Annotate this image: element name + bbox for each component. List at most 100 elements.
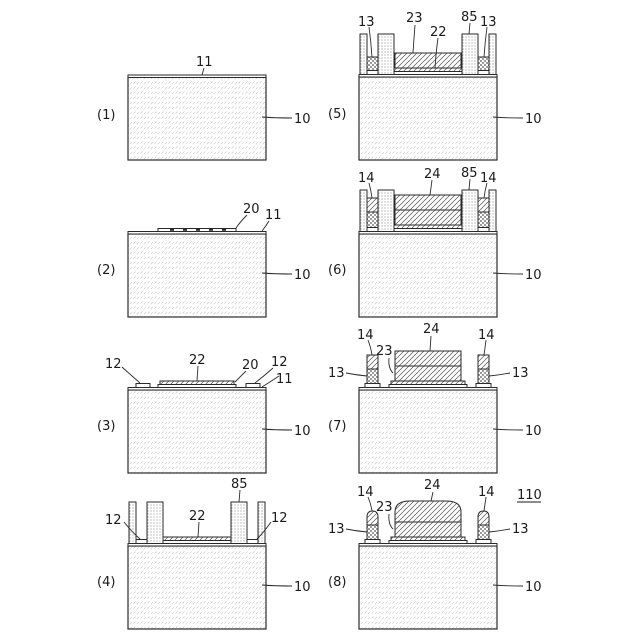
ref-label: 10 [525, 580, 542, 595]
substrate-10 [128, 77, 266, 160]
ref-label: 24 [423, 322, 440, 337]
ref-label: 13 [480, 15, 497, 30]
ref-label: 22 [189, 509, 206, 524]
leader-line [489, 373, 510, 376]
leader-line [389, 358, 393, 373]
ref-label: 14 [478, 328, 495, 343]
panel-step-6: (6) 14 24 85 14 10 [328, 166, 542, 317]
device-label-110: 110 [517, 488, 542, 503]
step-label: (5) [328, 107, 346, 122]
pattern-dot [222, 229, 226, 231]
ref-label: 12 [105, 357, 122, 372]
resist-85-inner-left [378, 34, 394, 75]
bump-13-right [478, 369, 489, 384]
resist-85-outer-left [360, 190, 367, 232]
panel-step-4: (4) 12 22 85 12 10 [97, 477, 311, 629]
resist-85-inner-left [147, 502, 163, 544]
ref-label: 14 [357, 328, 374, 343]
ref-label: 10 [294, 580, 311, 595]
ref-label: 13 [358, 15, 375, 30]
ref-label: 22 [430, 25, 447, 40]
ref-label: 11 [196, 55, 213, 70]
layer-22 [391, 537, 465, 541]
layer-22 [391, 381, 465, 385]
layer-23 [395, 210, 461, 225]
resist-85-inner-left [378, 190, 394, 232]
step-label: (8) [328, 575, 346, 590]
ref-label: 85 [231, 477, 248, 492]
resist-85-outer-left [360, 34, 367, 75]
leader-line [122, 367, 140, 383]
layer-24 [395, 195, 461, 210]
leader-line [197, 366, 198, 381]
panel-step-8: (8) 14 23 24 14 13 13 10 110 [328, 478, 542, 629]
step-label: (4) [97, 575, 115, 590]
leader-line [489, 529, 510, 532]
step-label: (2) [97, 263, 115, 278]
bump-13-left [367, 369, 378, 384]
ref-label: 23 [376, 500, 393, 515]
panel-step-2: (2) 20 11 10 [97, 202, 311, 317]
leader-line [413, 25, 415, 53]
pad-12-left [365, 540, 380, 544]
bump-13-left [367, 57, 378, 71]
substrate-10 [359, 77, 497, 160]
ref-label: 20 [242, 358, 259, 373]
ref-label: 10 [525, 424, 542, 439]
ref-label: 14 [480, 171, 497, 186]
substrate-10 [128, 546, 266, 629]
substrate-10 [359, 390, 497, 473]
ref-label: 24 [424, 478, 441, 493]
ref-label: 12 [271, 511, 288, 526]
ref-label: 10 [294, 112, 311, 127]
pattern-dot [170, 229, 174, 231]
ref-label: 11 [265, 208, 282, 223]
ref-label: 13 [328, 366, 345, 381]
pad-12-right [476, 540, 491, 544]
bump-13-right [478, 212, 489, 228]
ref-label: 11 [276, 372, 293, 387]
resist-85-outer-left [129, 502, 136, 544]
ref-label: 10 [294, 424, 311, 439]
ref-label: 13 [512, 522, 529, 537]
panel-step-7: (7) 14 23 24 14 13 13 10 [328, 322, 542, 473]
substrate-10 [359, 546, 497, 629]
layer-22 [160, 537, 234, 541]
cap-14-right [478, 198, 489, 212]
resist-85-outer-right [489, 190, 496, 232]
panel-step-1: (1) 11 10 [97, 55, 311, 160]
panel-step-3: (3) 12 22 20 12 11 10 [97, 353, 311, 473]
substrate-10 [359, 234, 497, 317]
leader-line [484, 27, 487, 57]
ref-label: 23 [406, 11, 423, 26]
layer-22 [391, 68, 465, 72]
bump-13-right [478, 57, 489, 71]
leader-line [346, 373, 367, 376]
pad-12-left [136, 384, 150, 388]
leader-line [369, 27, 372, 57]
step-label: (7) [328, 419, 346, 434]
cap-14-left [367, 198, 378, 212]
leader-line [430, 180, 432, 195]
cap-14-right [478, 355, 489, 369]
ref-label: 24 [424, 167, 441, 182]
ref-label: 22 [189, 353, 206, 368]
ref-label: 13 [328, 522, 345, 537]
ref-label: 10 [294, 268, 311, 283]
layer-22 [160, 381, 234, 385]
step-label: (1) [97, 108, 115, 123]
ref-label: 12 [271, 355, 288, 370]
resist-85-inner-right [462, 34, 478, 75]
substrate-10 [128, 390, 266, 473]
leader-line [198, 522, 199, 537]
bump-13-right [478, 525, 489, 540]
pad-12-right [246, 384, 260, 388]
layer-23 [395, 522, 461, 537]
ref-label: 10 [525, 268, 542, 283]
layer-24 [395, 351, 461, 366]
layer-11 [128, 75, 266, 78]
resist-85-inner-right [231, 502, 247, 544]
pattern-dot [183, 229, 187, 231]
ref-label: 85 [461, 166, 478, 181]
step-label: (6) [328, 263, 346, 278]
